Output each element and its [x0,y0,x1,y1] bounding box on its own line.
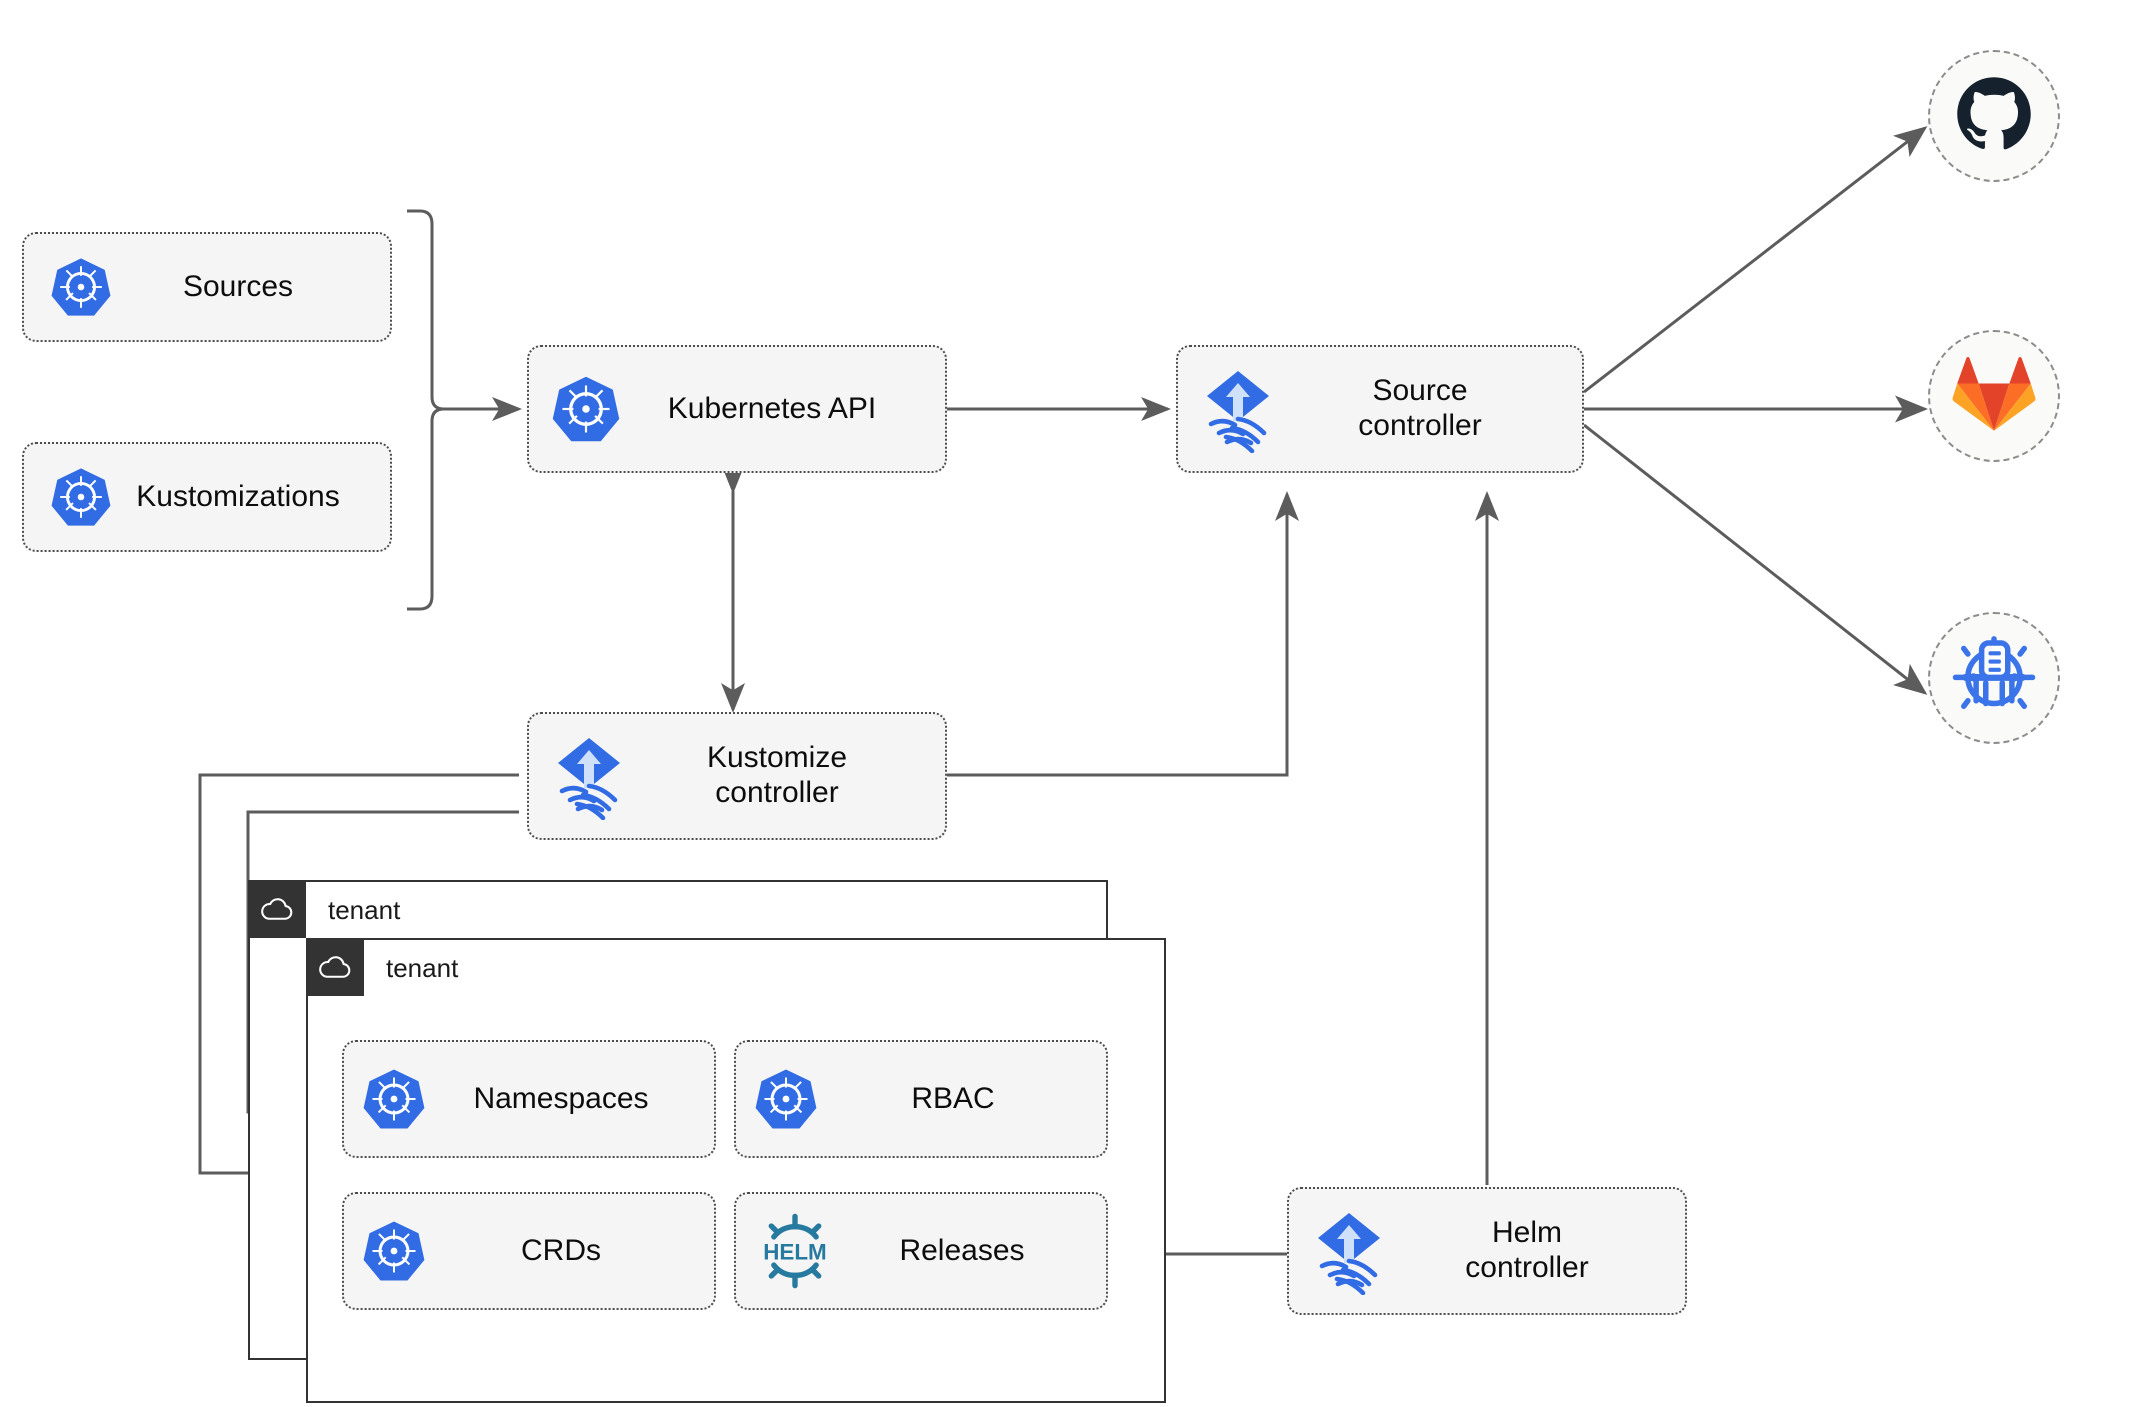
node-helm-controller[interactable]: Helm controller [1287,1187,1687,1315]
tenant-header: tenant [306,938,458,996]
flux-icon [549,732,629,820]
provider-helm-repository[interactable] [1928,612,2060,744]
node-source-controller[interactable]: Source controller [1176,345,1584,473]
provider-github[interactable] [1928,50,2060,182]
node-crds[interactable]: CRDs [342,1192,716,1310]
helm-repository-icon [1950,632,2038,725]
tenant-panel-front[interactable]: tenant [306,938,1166,1403]
node-kustomize-controller[interactable]: Kustomize controller [527,712,947,840]
group-brace [407,209,445,611]
cloud-icon [248,880,306,938]
kubernetes-icon [50,256,112,318]
wire-source-helmrepo [1583,423,1928,695]
kubernetes-icon [362,1067,426,1131]
gitlab-icon [1952,354,2036,439]
kubernetes-icon [754,1067,818,1131]
node-label: Kustomize controller [706,741,848,809]
flux-icon [1309,1207,1389,1295]
node-label: Sources [182,269,294,303]
node-releases[interactable]: HELM Releases [734,1192,1108,1310]
node-sources[interactable]: Sources [22,232,392,342]
node-label: Helm controller [1465,1216,1589,1284]
kubernetes-icon [50,466,112,528]
node-label: Kubernetes API [667,391,877,425]
node-label: Source controller [1358,374,1482,442]
node-label: RBAC [911,1081,995,1115]
provider-gitlab[interactable] [1928,330,2060,462]
node-namespaces[interactable]: Namespaces [342,1040,716,1158]
node-label: CRDs [521,1233,601,1267]
node-rbac[interactable]: RBAC [734,1040,1108,1158]
wire-source-github [1583,126,1928,394]
svg-text:HELM: HELM [763,1239,826,1264]
node-kustomizations[interactable]: Kustomizations [22,442,392,552]
cloud-icon [306,938,364,996]
node-label: Namespaces [473,1081,649,1115]
node-kubernetes-api[interactable]: Kubernetes API [527,345,947,473]
kubernetes-icon [362,1219,426,1283]
flux-icon [1198,365,1278,453]
node-label: Kustomizations [136,479,340,513]
wire-kustomize-source [947,491,1299,777]
kubernetes-icon [551,374,621,444]
github-icon [1952,72,2036,161]
node-label: Releases [899,1233,1025,1267]
tenant-label: tenant [386,952,459,983]
tenant-header: tenant [248,880,400,938]
tenant-label: tenant [328,894,401,925]
helm-icon: HELM [754,1210,836,1292]
